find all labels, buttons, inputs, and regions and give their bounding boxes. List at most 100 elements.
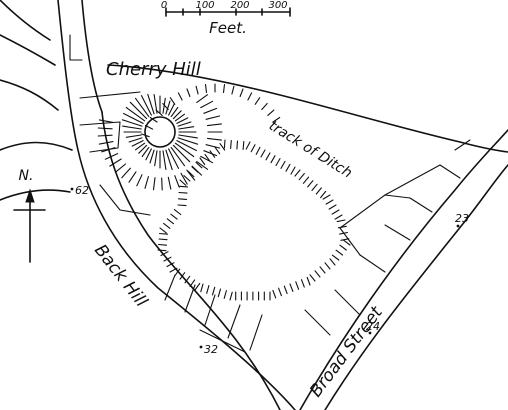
hachure-stroke	[125, 106, 146, 122]
hachure-stroke	[324, 262, 331, 270]
hachure-stroke	[200, 283, 204, 293]
hachure-stroke	[98, 141, 114, 145]
spot-height-32-label: 32	[204, 343, 218, 356]
scale-label-100: 100	[195, 0, 214, 11]
hachure-stroke	[206, 285, 210, 294]
hachure-stroke	[195, 85, 199, 95]
hachure-stroke	[177, 121, 192, 127]
hachure-stroke	[176, 140, 197, 152]
north-label: N.	[19, 168, 34, 184]
hachure-stroke	[223, 139, 226, 149]
hachure-stroke	[174, 113, 186, 122]
hachure-stroke	[260, 149, 266, 158]
hachure-stroke	[203, 150, 218, 157]
hachure-stroke	[196, 161, 209, 170]
hachure-stroke	[300, 279, 305, 288]
hachure-stroke	[336, 219, 346, 223]
hachure-stroke	[136, 174, 143, 187]
hachure-stroke	[158, 232, 169, 235]
mound-hachures	[97, 93, 223, 191]
hachure-stroke	[177, 198, 188, 200]
hachure-stroke	[222, 84, 226, 94]
hachure-stroke	[205, 144, 221, 149]
spot-height-24-label: 24	[366, 320, 380, 333]
hachure-stroke	[223, 290, 227, 299]
hachure-stroke	[179, 272, 186, 280]
hachure-stroke	[154, 150, 158, 167]
hachure-stroke	[166, 218, 175, 225]
hachure-stroke	[174, 268, 181, 277]
hachure-stroke	[194, 282, 201, 291]
hachure-stroke	[200, 100, 214, 109]
hachure-stroke	[140, 95, 152, 116]
hachure-stroke	[173, 209, 182, 216]
hachure-stroke	[325, 199, 334, 205]
hachure-stroke	[178, 191, 188, 194]
hachure-stroke	[176, 117, 189, 124]
hachure-stroke	[255, 146, 261, 155]
hachure-stroke	[267, 109, 275, 116]
hachure-stroke	[184, 275, 191, 284]
hachure-stroke	[157, 249, 167, 252]
hachure-stroke	[199, 157, 206, 166]
hachure-stroke	[203, 107, 218, 114]
hachure-stroke	[147, 93, 155, 115]
scale-label-200: 200	[230, 0, 249, 11]
hachure-stroke	[314, 270, 321, 278]
hachure-stroke	[322, 194, 331, 200]
street-label-broad-street: Broad Street	[306, 302, 388, 401]
hachure-stroke	[339, 244, 347, 251]
hachure-stroke	[270, 155, 276, 164]
hachure-stroke	[104, 153, 119, 160]
scale-label-300: 300	[268, 0, 287, 11]
hachure-stroke	[158, 238, 168, 241]
hachure-stroke	[141, 146, 150, 158]
hachure-stroke	[167, 176, 172, 190]
hachure-stroke	[214, 146, 221, 155]
hachure-stroke	[149, 116, 158, 123]
hachure-stroke	[183, 175, 191, 182]
north-arrow-icon: N.	[13, 168, 46, 263]
hachure-stroke	[141, 133, 150, 138]
hachure-stroke	[128, 171, 137, 183]
hachure-stroke	[230, 139, 232, 150]
hachure-stroke	[191, 166, 199, 173]
hachure-stroke	[254, 97, 261, 105]
hachure-stroke	[174, 175, 180, 188]
ditch-hachures	[141, 83, 351, 301]
hachure-stroke	[250, 144, 256, 153]
street-label-back-hill: Back Hill	[90, 241, 151, 312]
hachure-stroke	[162, 102, 169, 111]
hachure-stroke	[165, 100, 171, 115]
hachure-stroke	[211, 286, 216, 296]
hachure-stroke	[163, 222, 171, 229]
scale-bar: 0 100 200 300 Feet.	[161, 0, 291, 37]
spot-height-23: 23	[455, 212, 469, 228]
hachure-stroke	[98, 119, 114, 123]
hachure-stroke	[206, 137, 222, 141]
hachure-stroke	[177, 92, 183, 101]
hachure-stroke	[165, 149, 173, 171]
hachure-stroke	[101, 147, 116, 153]
hachure-stroke	[315, 187, 322, 195]
hachure-stroke	[170, 106, 179, 118]
hachure-stroke	[195, 161, 203, 169]
hachure-stroke	[309, 274, 316, 282]
hachure-stroke	[169, 267, 178, 273]
hachure-stroke	[331, 209, 340, 215]
scale-unit-label: Feet.	[209, 19, 247, 37]
hachure-stroke	[129, 101, 148, 120]
hachure-stroke	[161, 177, 163, 191]
hachure-stroke	[200, 155, 214, 164]
hachure-stroke	[168, 148, 180, 169]
hachure-stroke	[337, 225, 347, 229]
hachure-stroke	[219, 143, 226, 151]
hachure-stroke	[272, 289, 277, 299]
hachure-stroke	[328, 204, 337, 210]
hachure-stroke	[189, 279, 196, 287]
hachure-stroke	[335, 249, 344, 256]
hachure-stroke	[174, 142, 195, 158]
hachure-stroke	[275, 158, 281, 167]
hachure-stroke	[242, 140, 245, 151]
